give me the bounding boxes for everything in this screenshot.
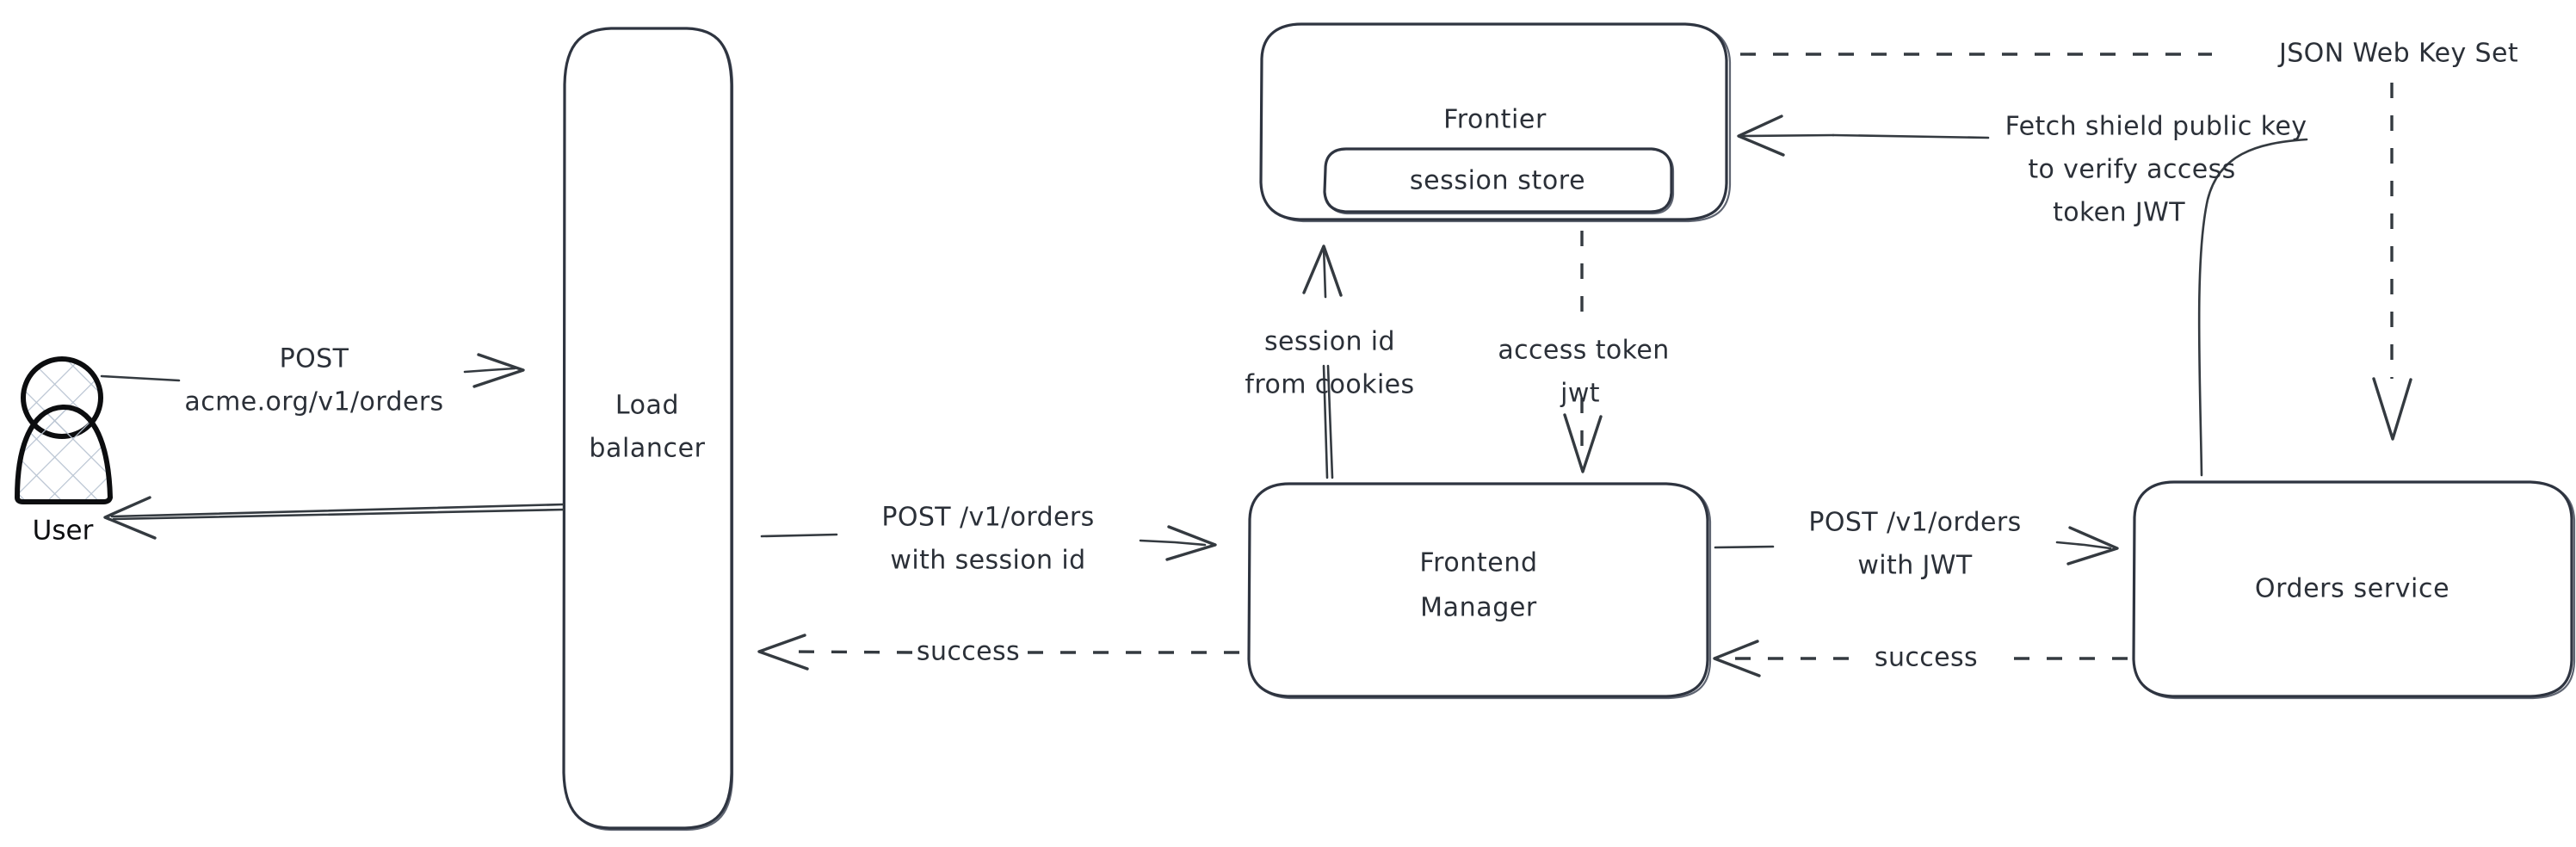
edge-load-balancer-to-user (103, 496, 565, 540)
user-node[interactable]: User (15, 356, 113, 547)
load-balancer-node[interactable]: Load balancer (562, 27, 734, 832)
edge-lb-to-fm-label-line2: with session id (890, 546, 1085, 576)
user-person-icon (15, 356, 113, 504)
edge-fm-to-frontier: session id from cookies (1245, 244, 1414, 479)
session-store-node[interactable]: session store (1323, 147, 1675, 215)
frontend-manager-label-line1: Frontend (1419, 548, 1537, 578)
orders-service-label: Orders service (2255, 574, 2449, 604)
frontend-manager-label-line2: Manager (1420, 593, 1537, 623)
edge-fm-to-orders: POST /v1/orders with JWT (1714, 508, 2119, 581)
load-balancer-label-line2: balancer (589, 434, 705, 464)
orders-service-node[interactable]: Orders service (2132, 480, 2576, 700)
user-label: User (33, 516, 94, 547)
session-store-label: session store (1410, 166, 1585, 196)
edge-orders-to-fm-success: success (1713, 640, 2128, 677)
edge-user-to-lb-label-line2: acme.org/v1/orders (184, 387, 443, 417)
edge-orders-to-fm-label: success (1875, 643, 1978, 673)
edge-frontier-to-fm: access token jwt (1498, 231, 1669, 473)
frontend-manager-node[interactable]: Frontend Manager (1247, 482, 1712, 700)
edge-orders-to-frontier: Fetch shield public key to verify access… (1737, 112, 2308, 477)
edge-orders-to-frontier-label-line2: to verify access (2028, 155, 2235, 185)
edge-orders-to-frontier-label-line1: Fetch shield public key (2005, 112, 2307, 142)
edge-fm-to-orders-label-line1: POST /v1/orders (1808, 508, 2021, 538)
edge-fm-to-orders-label-line2: with JWT (1857, 551, 1972, 581)
load-balancer-label-line1: Load (615, 391, 679, 421)
edge-user-to-load-balancer: POST acme.org/v1/orders (100, 344, 525, 417)
edge-frontier-to-fm-label-line1: access token (1498, 336, 1669, 366)
edge-frontier-to-fm-label-line2: jwt (1560, 379, 1600, 409)
edge-jwks-label: JSON Web Key Set (2277, 39, 2518, 69)
edge-orders-to-frontier-label-line3: token JWT (2053, 198, 2185, 228)
edge-fm-to-lb-success: success (757, 634, 1239, 671)
edge-jwks-to-orders: JSON Web Key Set (1740, 39, 2518, 441)
edge-user-to-lb-label-line1: POST (280, 344, 349, 374)
edge-lb-to-frontend-manager: POST /v1/orders with session id (760, 503, 1217, 576)
edge-lb-to-fm-label-line1: POST /v1/orders (881, 503, 1094, 533)
frontier-label: Frontier (1443, 105, 1547, 135)
edge-fm-to-lb-label: success (917, 637, 1020, 667)
frontier-node[interactable]: Frontier session store (1259, 22, 1732, 223)
edge-fm-to-frontier-label-line1: session id (1264, 327, 1395, 357)
edge-fm-to-frontier-label-line2: from cookies (1245, 370, 1414, 400)
